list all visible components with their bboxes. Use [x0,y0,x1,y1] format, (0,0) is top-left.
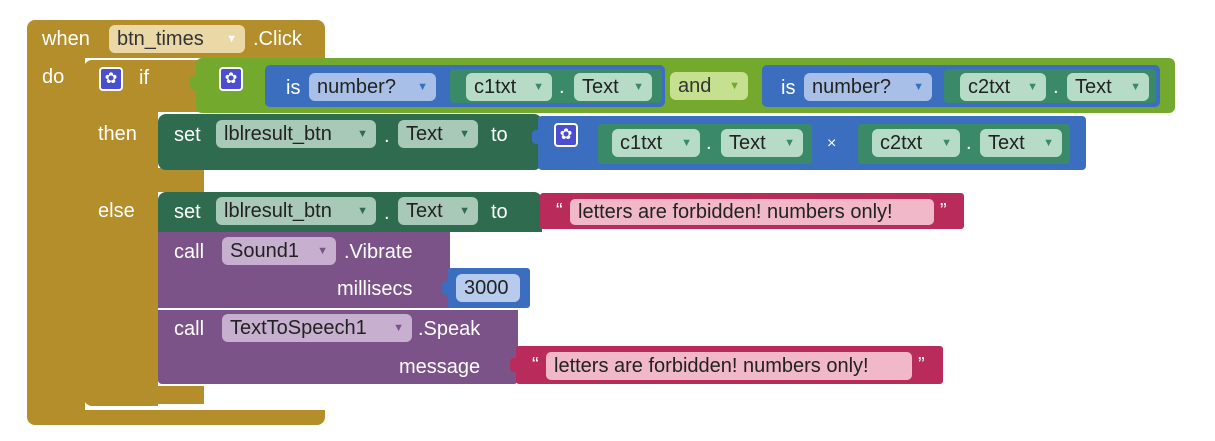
number-test-label: number? [317,76,396,98]
close-quote: ” [918,354,925,376]
chevron-down-icon: ▼ [681,137,692,149]
c2txt-component-label: c2txt [968,76,1011,98]
open-quote: “ [532,354,539,376]
multiply-block-plug [532,130,540,144]
number-test-label: number? [812,76,891,98]
c1txt-property-label: Text [729,132,766,154]
dot-label: . [706,132,712,154]
text-value: letters are forbidden! numbers only! [578,201,893,223]
chevron-down-icon: ▼ [784,137,795,149]
event-component-dropdown[interactable]: btn_times ▼ [109,25,245,53]
event-do-label: do [42,66,65,88]
chevron-down-icon: ▼ [459,128,470,140]
chevron-down-icon: ▼ [417,81,428,93]
dot-label: . [384,125,390,147]
dot-label: . [384,202,390,224]
c1txt-component-label: c1txt [474,76,517,98]
chevron-down-icon: ▼ [357,205,368,217]
chevron-down-icon: ▼ [913,81,924,93]
chevron-down-icon: ▼ [1130,81,1141,93]
lblresult-component-label: lblresult_btn [224,200,332,222]
c1txt-component-label: c1txt [620,132,663,154]
chevron-down-icon: ▼ [317,245,328,257]
vibrate-method-label: .Vibrate [344,241,413,263]
chevron-down-icon: ▼ [226,33,237,45]
set-label: set [174,124,201,146]
lblresult-component-label: lblresult_btn [224,123,332,145]
c2txt-component-dropdown[interactable]: c2txt ▼ [872,129,960,157]
lblresult-property-dropdown[interactable]: Text ▼ [398,120,478,148]
chevron-down-icon: ▼ [533,81,544,93]
chevron-down-icon: ▼ [1027,81,1038,93]
c2txt-property-dropdown[interactable]: Text ▼ [1067,73,1149,101]
chevron-down-icon: ▼ [941,137,952,149]
chevron-down-icon: ▼ [1043,137,1054,149]
text-value-field[interactable]: letters are forbidden! numbers only! [570,199,934,225]
text-value-field[interactable]: letters are forbidden! numbers only! [546,352,912,380]
number-test-dropdown[interactable]: number? ▼ [309,73,436,101]
call-label: call [174,318,205,340]
sound1-component-label: Sound1 [230,240,299,262]
tts-component-label: TextToSpeech1 [230,317,367,339]
else-label: else [98,200,135,222]
chevron-down-icon: ▼ [459,205,470,217]
gear-icon[interactable]: ✿ [99,67,123,91]
c1txt-property-dropdown[interactable]: Text ▼ [574,73,652,101]
dot-label: . [1053,76,1059,98]
message-label: message [399,356,481,378]
c2txt-component-dropdown[interactable]: c2txt ▼ [960,73,1046,101]
lblresult-property-dropdown[interactable]: Text ▼ [398,197,478,225]
then-label: then [98,123,137,145]
set-label: set [174,201,201,223]
is-label: is [286,77,301,99]
c2txt-component-label: c2txt [880,132,923,154]
to-label: to [491,124,508,146]
c1txt-property-dropdown[interactable]: Text ▼ [721,129,803,157]
text-string-plug [510,358,518,372]
millisecs-value-field[interactable]: 3000 [456,274,520,302]
c2txt-property-dropdown[interactable]: Text ▼ [980,129,1062,157]
number-test-dropdown[interactable]: number? ▼ [804,73,932,101]
event-component-label: btn_times [117,28,204,50]
millisecs-value: 3000 [464,277,509,299]
event-name-label: .Click [253,28,302,50]
call-label: call [174,241,205,263]
millisecs-label: millisecs [337,278,413,300]
chevron-down-icon: ▼ [357,128,368,140]
tts-component-dropdown[interactable]: TextToSpeech1 ▼ [222,314,412,342]
c1txt-component-dropdown[interactable]: c1txt ▼ [466,73,552,101]
lblresult-component-dropdown[interactable]: lblresult_btn ▼ [216,120,376,148]
lblresult-property-label: Text [406,123,443,145]
c1txt-component-dropdown[interactable]: c1txt ▼ [612,129,700,157]
event-when-label: when [42,28,90,50]
and-operator-label: and [678,75,712,97]
chevron-down-icon: ▼ [729,80,740,92]
number-block-plug [442,281,450,295]
open-quote: “ [556,200,563,222]
text-value: letters are forbidden! numbers only! [554,355,869,377]
chevron-down-icon: ▼ [393,322,404,334]
and-operator-dropdown[interactable]: and ▼ [670,72,748,100]
if-label: if [139,67,149,89]
if-block[interactable] [84,60,204,406]
chevron-down-icon: ▼ [633,81,644,93]
c2txt-property-label: Text [1075,76,1112,98]
sound1-component-dropdown[interactable]: Sound1 ▼ [222,237,336,265]
close-quote: ” [940,200,947,222]
dot-label: . [966,132,972,154]
to-label: to [491,201,508,223]
gear-icon[interactable]: ✿ [554,123,578,147]
gear-icon[interactable]: ✿ [219,67,243,91]
dot-label: . [559,76,565,98]
and-block-plug [190,76,198,90]
lblresult-property-label: Text [406,200,443,222]
lblresult-component-dropdown[interactable]: lblresult_btn ▼ [216,197,376,225]
c1txt-property-label: Text [582,76,619,98]
c2txt-property-label: Text [988,132,1025,154]
is-label: is [781,77,796,99]
speak-method-label: .Speak [418,318,481,340]
multiply-operator: × [827,135,837,152]
